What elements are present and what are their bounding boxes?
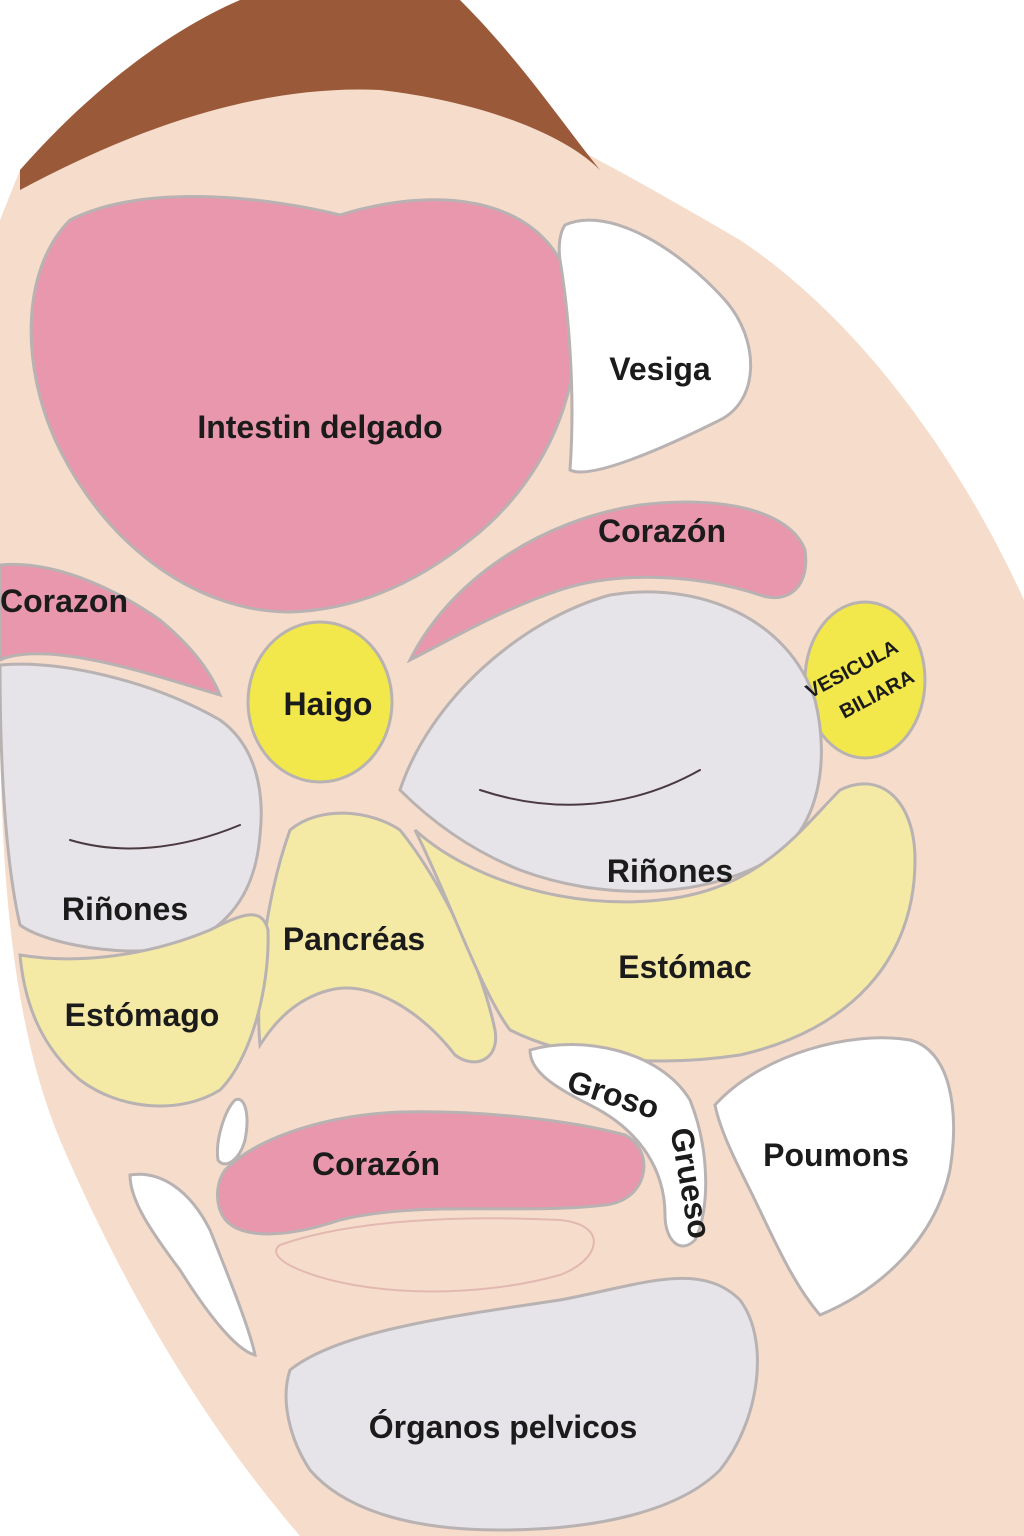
label-estomac: Estómac [618, 949, 751, 985]
zone-corazon-lips [216, 1110, 646, 1236]
left-eye-lashes [69, 824, 241, 850]
label-corazon-brow-left: Corazon [0, 583, 128, 619]
zone-jaw-strip-1 [128, 1172, 257, 1358]
label-estomago: Estómago [65, 997, 220, 1033]
label-organos-pelvicos: Órganos pelvicos [369, 1409, 638, 1445]
label-vesiga: Vesiga [609, 351, 711, 387]
label-corazon-brow-right: Corazón [598, 513, 726, 549]
label-pancreas: Pancréas [283, 921, 425, 957]
right-eye-lashes [479, 769, 701, 806]
label-poumons: Poumons [763, 1137, 909, 1173]
label-haigo: Haigo [284, 686, 373, 722]
lower-lip [275, 1217, 595, 1293]
zone-intestin-delgado [29, 195, 578, 614]
label-intestin-delgado: Intestin delgado [197, 409, 442, 445]
hair [20, 0, 600, 190]
label-corazon-lips: Corazón [312, 1146, 440, 1182]
zone-estomago [18, 913, 270, 1108]
zone-vesiga [557, 218, 753, 474]
label-rinones-right: Riñones [607, 853, 733, 889]
zone-rinones-right [398, 590, 823, 893]
zone-organos-pelvicos [284, 1276, 759, 1532]
zone-corazon-brow-right [406, 500, 808, 664]
zone-poumons [713, 1036, 956, 1317]
zone-pancreas [257, 811, 498, 1064]
zone-haigo [246, 620, 394, 784]
zone-rinones-left [0, 662, 263, 953]
zone-jaw-strip-2 [215, 1097, 249, 1166]
label-rinones-left: Riñones [62, 891, 188, 927]
zone-corazon-brow-left [0, 562, 223, 698]
zone-estomac [413, 782, 917, 1063]
zone-groso-grueso [528, 1043, 708, 1248]
